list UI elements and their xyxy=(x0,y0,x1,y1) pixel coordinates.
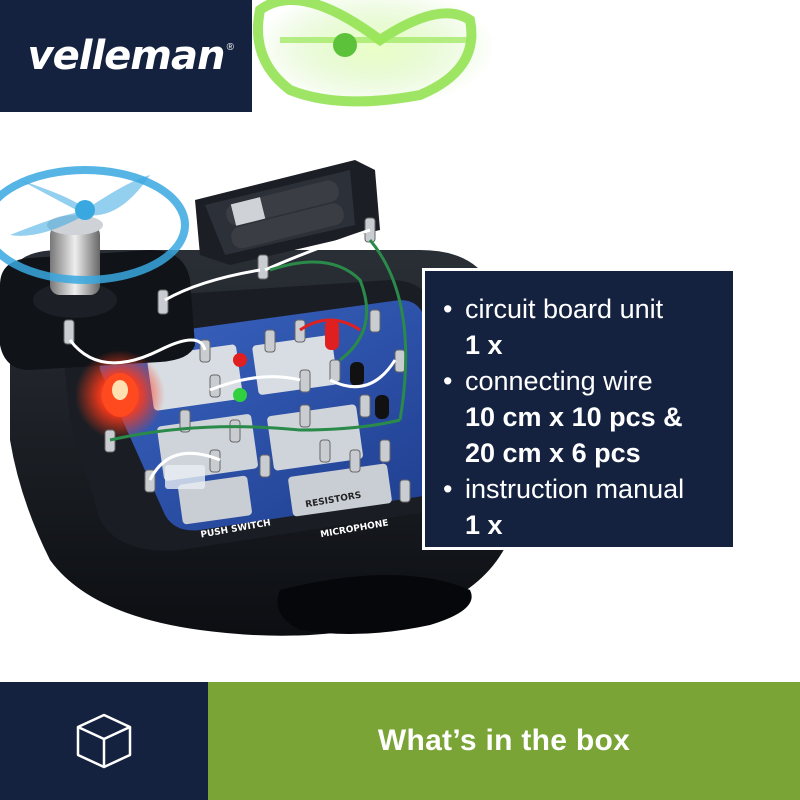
item-name: circuit board unit xyxy=(465,294,664,324)
item-name: instruction manual xyxy=(465,474,685,504)
bullet-icon: • xyxy=(443,294,453,324)
push-switch xyxy=(165,465,205,489)
box-icon xyxy=(76,713,132,769)
list-item: • circuit board unit 1 x xyxy=(443,291,717,363)
item-quantity: 1 x xyxy=(465,510,503,540)
black-component xyxy=(350,362,364,386)
red-led xyxy=(75,350,165,440)
box-contents-panel: • circuit board unit 1 x • connecting wi… xyxy=(422,268,736,550)
item-name: connecting wire xyxy=(465,366,653,396)
circuit-kit-illustration: PUSH SWITCH RESISTORS MICROPHONE xyxy=(0,0,521,636)
footer-title-block: What’s in the box xyxy=(208,682,800,800)
footer-title: What’s in the box xyxy=(377,724,631,757)
motor-fan xyxy=(0,166,195,370)
registered-mark: ® xyxy=(226,42,234,53)
red-component xyxy=(325,320,339,350)
small-red-led xyxy=(233,353,247,367)
capacitor xyxy=(375,395,389,419)
green-led xyxy=(233,388,247,402)
connecting-wires xyxy=(68,228,408,481)
list-item: • connecting wire 10 cm x 10 pcs & 20 cm… xyxy=(443,363,717,471)
item-quantity: 10 cm x 10 pcs & 20 cm x 6 pcs xyxy=(465,402,683,468)
bullet-icon: • xyxy=(443,474,453,504)
footer-icon-block xyxy=(0,682,208,800)
battery-holder xyxy=(195,160,380,265)
logo-wordmark: velleman xyxy=(27,33,226,79)
brand-logo: velleman ® xyxy=(0,0,252,112)
green-propeller xyxy=(253,0,495,108)
spring-terminals xyxy=(63,217,411,503)
item-quantity: 1 x xyxy=(465,330,503,360)
list-item: • instruction manual 1 x xyxy=(443,471,717,543)
contents-list: • circuit board unit 1 x • connecting wi… xyxy=(443,291,717,543)
bullet-icon: • xyxy=(443,366,453,396)
